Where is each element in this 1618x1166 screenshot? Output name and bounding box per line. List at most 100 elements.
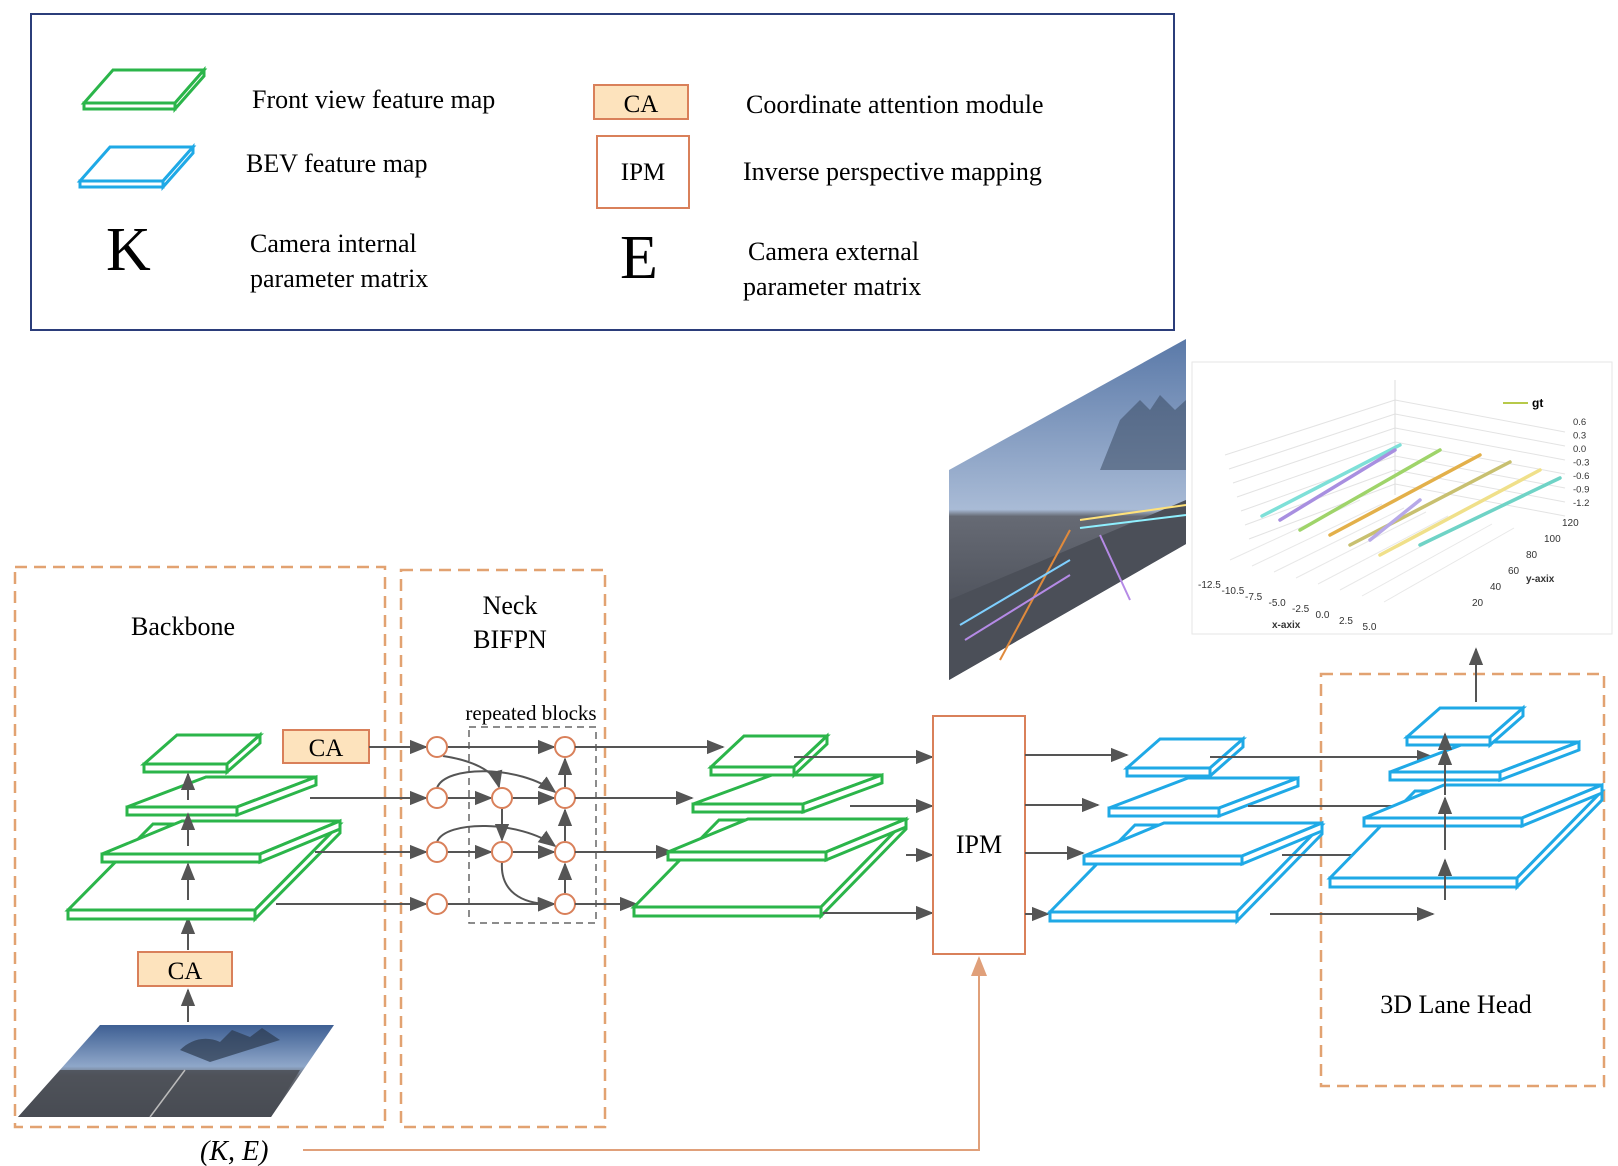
repeated-blocks-label: repeated blocks (465, 701, 596, 725)
plot-grid-back-2 (1232, 427, 1396, 484)
backbone-level-1-front (66, 908, 257, 921)
front-view-legend-label: Front view feature map (252, 85, 495, 114)
plot-grid-floor-4 (1317, 515, 1449, 585)
ke-input-label: (K, E) (200, 1136, 268, 1166)
plot-y-tick: 120 (1562, 518, 1579, 529)
ipm-legend-box (596, 135, 690, 209)
plot-x-tick: 2.5 (1339, 616, 1353, 627)
neck-level-4-front (709, 765, 796, 777)
bev-feature-stack (1025, 735, 1435, 925)
head-level-1-front (1328, 876, 1519, 889)
ipm-legend-symbol: IPM (621, 159, 665, 186)
head-level-4-side (1488, 704, 1525, 749)
repeated-blocks-region (468, 726, 597, 924)
backbone-level-2 (100, 818, 342, 865)
e-legend-label-2: parameter matrix (743, 272, 921, 301)
bifpn-node-c3-r3 (554, 841, 576, 863)
arrow-ke-to-ipm (303, 956, 987, 1151)
bev-level-2-front (1082, 854, 1244, 866)
bev-level-2-side (1240, 820, 1324, 867)
plot-x-tick: -12.5 (1198, 580, 1221, 591)
plot-x-tick: -5.0 (1269, 598, 1287, 609)
plot-grid-back-1 (1228, 413, 1396, 470)
lane-line-8 (1418, 476, 1562, 547)
neck-level-3 (691, 772, 884, 815)
neck-output-feature-stack (575, 732, 934, 921)
bifpn-node-c1-r2 (426, 787, 448, 809)
neck-region (399, 568, 607, 1129)
plot-grid-right-5 (1394, 469, 1566, 503)
lane-line-1 (1260, 443, 1402, 518)
neck-level-4 (707, 732, 831, 779)
ca-legend-label: Coordinate attention module (746, 90, 1044, 119)
bifpn-node-c2-r2 (491, 787, 513, 809)
k-legend-label-2: parameter matrix (250, 264, 428, 293)
ca-box-top (282, 729, 370, 764)
plot-x-tick: -10.5 (1222, 586, 1245, 597)
bev-feature-map-icon (76, 143, 197, 191)
bifpn-graph (276, 736, 576, 915)
bifpn-node-c3-r2 (554, 787, 576, 809)
ca-box-bottom-label: CA (168, 958, 203, 985)
bifpn-node-c2-r3 (491, 841, 513, 863)
bifpn-node-c3-r4 (554, 893, 576, 915)
plot-x-label: x-axix (1272, 620, 1301, 631)
lane-line-5 (1348, 460, 1512, 547)
backbone-level-4 (140, 731, 264, 776)
backbone-level-3-side (235, 774, 318, 818)
neck-level-2-side (824, 816, 908, 863)
head-level-2-front (1362, 816, 1524, 828)
plot-z-tick: -0.9 (1573, 485, 1589, 496)
neck-level-3-side (801, 772, 884, 815)
bifpn-curve-4 (500, 861, 556, 912)
plot-grid-back-0 (1224, 399, 1396, 456)
head-feature-stack (1326, 704, 1606, 900)
plot-grid-right-3 (1394, 441, 1566, 475)
backbone-level-2-side (258, 818, 342, 865)
backbone-title: Backbone (131, 612, 235, 641)
plot-x-tick: 5.0 (1363, 622, 1377, 633)
head-level-4-front (1405, 735, 1492, 747)
plot-z-tick: -0.3 (1573, 458, 1589, 469)
plot-grid-right-1 (1394, 413, 1566, 447)
ipm-legend-label: Inverse perspective mapping (743, 157, 1042, 186)
neck-level-1-front (632, 905, 823, 918)
head-title: 3D Lane Head (1380, 990, 1532, 1019)
plot-legend-label: gt (1532, 396, 1543, 410)
neck-level-2-front (666, 850, 828, 862)
bifpn-node-c3-r1 (554, 736, 576, 758)
backbone-level-4-front (142, 762, 229, 774)
plot-y-label: y-axix (1526, 574, 1555, 585)
head-region (1319, 672, 1606, 1088)
bev-legend-label: BEV feature map (246, 149, 427, 178)
ca-box-top-label: CA (309, 735, 344, 762)
ca-legend-box (593, 84, 689, 120)
plot-grid-back-6 (1248, 483, 1396, 540)
bev-level-2 (1082, 820, 1324, 867)
bifpn-curve-2 (436, 770, 557, 794)
backbone-level-2-front (100, 852, 262, 864)
ipm-box (932, 715, 1026, 955)
plot-z-tick: 0.3 (1573, 431, 1586, 442)
plot-z-tick: -1.2 (1573, 498, 1589, 509)
input-road-image (18, 1025, 334, 1118)
bifpn-curve-1 (442, 755, 503, 789)
backbone-level-4-side (225, 731, 262, 776)
bev-level-1-front (1048, 910, 1239, 923)
lane-line-7 (1368, 498, 1422, 542)
lane-line-3 (1298, 448, 1442, 532)
plot-x-tick: 0.0 (1316, 610, 1330, 621)
neck-level-3-front (691, 802, 805, 814)
plot-grid-right-0 (1394, 399, 1566, 433)
plot-x-tick: -7.5 (1245, 592, 1263, 603)
neck-level-4-side (792, 732, 829, 779)
head-level-2-side (1520, 782, 1604, 829)
neck-level-2 (666, 816, 908, 863)
lane-line-4 (1328, 453, 1482, 537)
ipm-box-label: IPM (956, 830, 1002, 859)
bev-level-4-front (1125, 766, 1212, 778)
bifpn-node-c1-r3 (426, 841, 448, 863)
plot-grid-back-3 (1236, 441, 1396, 498)
bifpn-node-c1-r4 (426, 893, 448, 915)
